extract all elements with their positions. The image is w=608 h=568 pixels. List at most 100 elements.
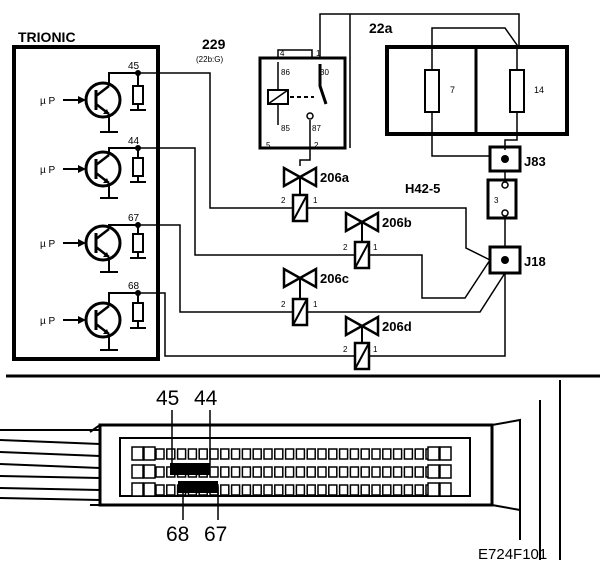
pin-label-67: 67 [128, 213, 140, 224]
connector-pin-cell [392, 484, 403, 496]
relay-term-5: 5 [266, 141, 271, 150]
connector-end-cell [439, 464, 452, 479]
ecu-title: TRIONIC [18, 29, 76, 45]
connector-pin-cell [220, 466, 230, 478]
ecu-box [12, 45, 160, 361]
connector-pin-cell [166, 484, 176, 496]
valve-206b [344, 211, 380, 270]
connector-pin-cell [349, 484, 360, 496]
connector-pin-cell [155, 466, 165, 478]
link-3-label: 3 [494, 196, 499, 205]
input-label-4: µ P [40, 316, 56, 327]
connector-pin-cell [166, 448, 176, 460]
connector-pin-cell [155, 448, 165, 460]
connector-pin-cell [382, 466, 392, 478]
connector-pin-cell [360, 448, 370, 460]
connector-pin-cell [403, 484, 414, 496]
valve-206a-pin2: 2 [281, 196, 286, 205]
transistor-44 [61, 145, 146, 199]
ecu-connector-picture [0, 380, 561, 560]
connector-pin-cell [284, 448, 295, 460]
pin-label-68: 68 [128, 281, 140, 292]
connector-pin-cell [317, 448, 327, 460]
relay-sub: (22b:G) [196, 55, 223, 64]
connector-pin-cell [209, 448, 219, 460]
connector-pin-cell [382, 448, 392, 460]
connector-pin-cell [209, 466, 219, 478]
valve-206c-pin1: 1 [313, 300, 318, 309]
connector-pin-cell [263, 466, 273, 478]
connector-pin-cell [371, 466, 381, 478]
valve-206a-label: 206a [320, 170, 350, 185]
fuse-ref: 22a [369, 20, 393, 36]
pin-label-44: 44 [128, 136, 140, 147]
input-label-3: µ P [40, 239, 56, 250]
connector-end-cell [439, 482, 452, 497]
input-label-1: µ P [40, 96, 56, 107]
connector-pin-cell [338, 466, 349, 478]
connector-pin-cell [284, 466, 295, 478]
link-3 [486, 178, 518, 220]
connector-pin-cell [230, 466, 241, 478]
relay-box [258, 56, 347, 150]
connector-pin-cell [198, 448, 208, 460]
connector-pin-cell [306, 484, 316, 496]
connector-pin-68: 68 [166, 523, 189, 546]
connector-pin-cell [252, 448, 262, 460]
connector-pin-cell [241, 484, 252, 496]
connector-end-cell [131, 464, 144, 479]
pin-label-45: 45 [128, 61, 140, 72]
valve-206b-pin1: 1 [373, 243, 378, 252]
connector-pin-45: 45 [156, 387, 179, 410]
connector-pin-cell [295, 448, 306, 460]
j83-label: J83 [524, 154, 546, 169]
connector-pin-cell [230, 448, 241, 460]
connector-pin-cell [403, 466, 414, 478]
connector-pin-cell [187, 448, 198, 460]
j18-label: J18 [524, 254, 546, 269]
connector-pin-67: 67 [204, 523, 227, 546]
connector-pin-cell [230, 484, 241, 496]
connector-end-cell [143, 464, 156, 479]
connector-end-cell [439, 446, 452, 461]
relay-term-85: 85 [281, 124, 290, 133]
connector-pin-cell [349, 466, 360, 478]
valve-206d-label: 206d [382, 319, 412, 334]
connector-end-cell [131, 482, 144, 497]
valve-206d-pin1: 1 [373, 345, 378, 354]
connector-end-cell [131, 446, 144, 461]
transistor-45 [61, 70, 146, 133]
relay-term-87: 87 [312, 124, 321, 133]
connector-pin-cell [338, 484, 349, 496]
connector-pin-cell [328, 484, 338, 496]
connector-pin-cell [403, 448, 414, 460]
fuse-7: 7 [450, 85, 455, 95]
connector-pin-cell [360, 484, 370, 496]
connector-pin-44: 44 [194, 387, 218, 410]
connector-end-cell [427, 464, 440, 479]
connector-pin-cell [274, 484, 284, 496]
connector-pin-cell [360, 466, 370, 478]
connector-pin-cell [371, 448, 381, 460]
valve-206c [282, 267, 318, 327]
connector-pin-cell [295, 484, 306, 496]
connector-pin-cell [263, 448, 273, 460]
connector-pin-cell [414, 466, 424, 478]
connector-pin-cell [317, 484, 327, 496]
relay-ref: 229 [202, 36, 226, 52]
connector-pin-cell [306, 466, 316, 478]
connector-pin-cell [414, 484, 424, 496]
connector-pin-cell [263, 484, 273, 496]
connector-pin-cell [241, 448, 252, 460]
valve-206d-pin2: 2 [343, 345, 348, 354]
relay-term-30: 30 [320, 68, 329, 77]
connector-pin-cell [328, 448, 338, 460]
connector-end-cell [143, 446, 156, 461]
connector-pin-cell [295, 466, 306, 478]
valve-206b-label: 206b [382, 215, 412, 230]
valve-206c-pin2: 2 [281, 300, 286, 309]
valve-206c-label: 206c [320, 271, 349, 286]
connector-end-cell [427, 446, 440, 461]
connector-end-cell [143, 482, 156, 497]
